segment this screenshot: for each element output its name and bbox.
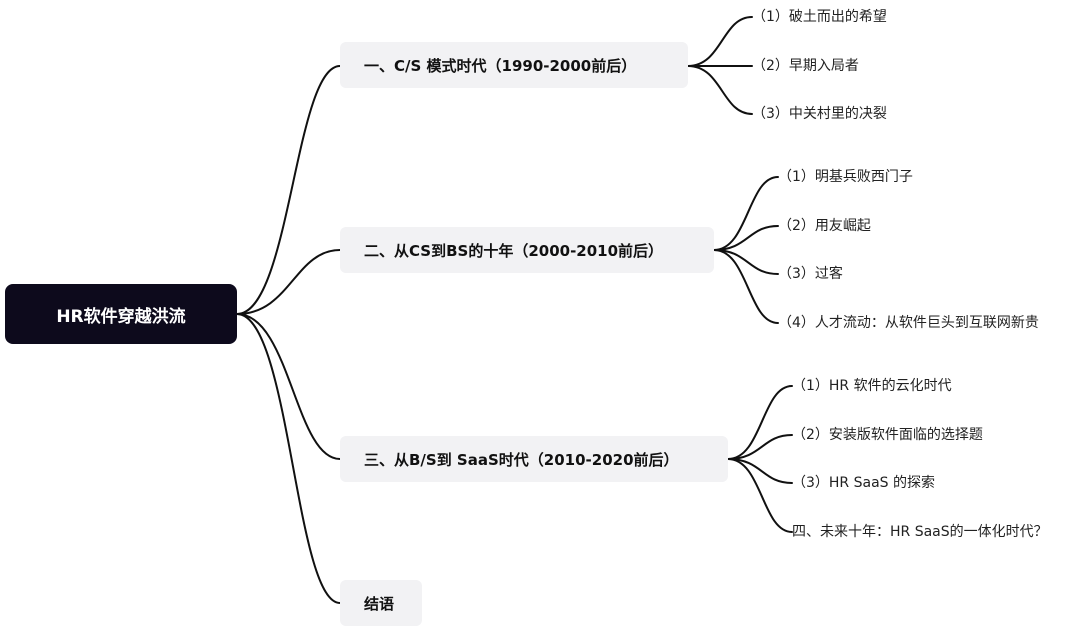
edge-branch-3-leaf-3 [727,458,793,484]
edge-root-branch-2 [236,249,341,315]
leaf-node[interactable]: 四、未来十年：HR SaaS的一体化时代？ [792,523,1048,541]
edge-branch-2-leaf-3 [713,249,779,275]
root-node[interactable]: HR软件穿越洪流 [5,284,237,344]
leaf-node-label: （4）人才流动：从软件巨头到互联网新贵 [778,315,1039,331]
leaf-node[interactable]: （3）中关村里的决裂 [752,105,887,123]
leaf-node-label: （3）过客 [778,266,843,282]
leaf-node[interactable]: （3）HR SaaS 的探索 [792,474,935,492]
leaf-node[interactable]: （1）明基兵败西门子 [778,168,913,186]
branch-node-cs-to-bs[interactable]: 二、从CS到BS的十年（2000-2010前后） [340,227,714,273]
edge-branch-1-leaf-3 [687,65,753,115]
edge-root-branch-4 [236,313,341,604]
edge-branch-2-leaf-2 [713,225,779,251]
leaf-node[interactable]: （2）用友崛起 [778,217,871,235]
edge-branch-3-leaf-1 [727,385,793,460]
edge-branch-1-leaf-1 [687,16,753,67]
branch-node-label: 一、C/S 模式时代（1990-2000前后） [364,56,637,75]
leaf-node[interactable]: （1）破土而出的希望 [752,8,887,26]
edge-branch-3-leaf-4 [727,458,793,533]
leaf-node-label: （2）用友崛起 [778,218,871,234]
leaf-node-label: （1）破土而出的希望 [752,9,887,25]
leaf-node-label: （2）早期入局者 [752,58,859,74]
edge-root-branch-1 [236,65,341,315]
leaf-node-label: （3）HR SaaS 的探索 [792,475,935,491]
leaf-node[interactable]: （1）HR 软件的云化时代 [792,377,952,395]
leaf-node-label: （1）明基兵败西门子 [778,169,913,185]
edge-branch-2-leaf-4 [713,249,779,324]
leaf-node[interactable]: （3）过客 [778,265,843,283]
leaf-node-label: （1）HR 软件的云化时代 [792,378,952,394]
edge-root-branch-3 [236,313,341,460]
leaf-node[interactable]: （2）安装版软件面临的选择题 [792,426,983,444]
branch-node-label: 结语 [364,594,395,613]
branch-node-bs-to-saas[interactable]: 三、从B/S到 SaaS时代（2010-2020前后） [340,436,728,482]
leaf-node-label: （2）安装版软件面临的选择题 [792,427,983,443]
branch-node-label: 三、从B/S到 SaaS时代（2010-2020前后） [364,450,679,469]
leaf-node[interactable]: （4）人才流动：从软件巨头到互联网新贵 [778,314,1039,332]
edge-branch-3-leaf-2 [727,434,793,460]
root-node-label: HR软件穿越洪流 [56,306,186,327]
branch-node-label: 二、从CS到BS的十年（2000-2010前后） [364,241,664,260]
edge-branch-2-leaf-1 [713,176,779,251]
branch-node-conclusion[interactable]: 结语 [340,580,422,626]
leaf-node-label: 四、未来十年：HR SaaS的一体化时代？ [792,524,1048,540]
branch-node-cs-era[interactable]: 一、C/S 模式时代（1990-2000前后） [340,42,688,88]
leaf-node-label: （3）中关村里的决裂 [752,106,887,122]
leaf-node[interactable]: （2）早期入局者 [752,57,859,75]
